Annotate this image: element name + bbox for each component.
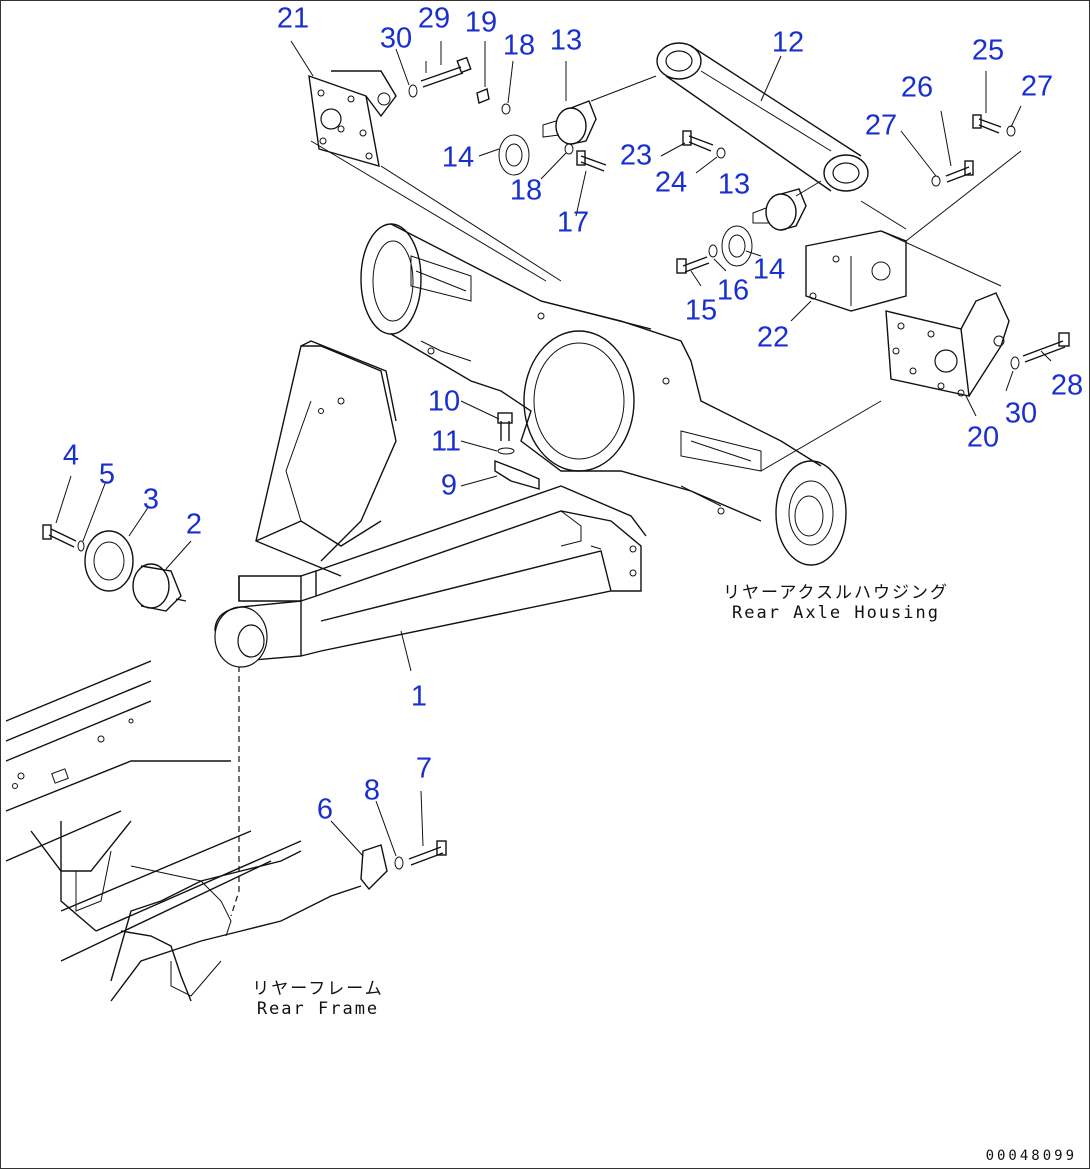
axle-housing-drawing (360, 223, 847, 566)
rear-axle-housing-label-jp: リヤーアクスルハウジング (723, 583, 949, 603)
callout-9: 9 (440, 469, 458, 502)
callout-30a: 30 (379, 22, 413, 55)
bracket-20-drawing (885, 292, 1010, 397)
callout-22: 22 (756, 321, 790, 354)
callout-7: 7 (415, 752, 433, 785)
callout-29: 29 (417, 2, 451, 35)
callout-2: 2 (185, 508, 203, 541)
bushing-mid-drawing (721, 188, 807, 267)
callout-26: 26 (900, 71, 934, 104)
callout-21: 21 (276, 2, 310, 35)
callout-18b: 18 (509, 174, 543, 207)
document-number: 00048099 (985, 1148, 1077, 1164)
callout-16: 16 (716, 274, 750, 307)
leader-lines (55, 40, 1052, 857)
link-drawing (590, 42, 869, 197)
callout-20: 20 (966, 421, 1000, 454)
callout-17: 17 (556, 206, 590, 239)
rear-frame-label-en: Rear Frame (256, 999, 380, 1020)
rear-axle-housing-label-en: Rear Axle Housing (732, 603, 940, 624)
callout-14a: 14 (441, 141, 475, 174)
bracket-22-drawing (805, 230, 907, 312)
callout-12: 12 (771, 26, 805, 59)
callout-6: 6 (316, 793, 334, 826)
callout-14b: 14 (752, 253, 786, 286)
callout-13b: 13 (717, 168, 751, 201)
callout-23: 23 (619, 139, 653, 172)
callout-27b: 27 (1020, 70, 1054, 103)
callout-30b: 30 (1004, 397, 1038, 430)
a-frame-drawing (214, 340, 647, 668)
bracket-21-drawing (308, 70, 397, 167)
rear-axle-housing-label: リヤーアクスルハウジング Rear Axle Housing (723, 583, 949, 624)
callout-18a: 18 (502, 29, 536, 62)
callout-19: 19 (464, 6, 498, 39)
callout-15: 15 (684, 294, 718, 327)
callout-5: 5 (98, 458, 116, 491)
callout-11: 11 (430, 425, 462, 458)
rear-frame-label-jp: リヤーフレーム (252, 979, 384, 999)
bushing-top-drawing (498, 100, 597, 176)
callout-25: 25 (971, 34, 1005, 67)
callout-28: 28 (1050, 369, 1084, 402)
callout-3: 3 (142, 483, 160, 516)
callout-13a: 13 (549, 24, 583, 57)
callout-24: 24 (654, 166, 688, 199)
rear-frame-label: リヤーフレーム Rear Frame (252, 979, 383, 1020)
callout-8: 8 (363, 774, 381, 807)
callout-10: 10 (427, 385, 461, 418)
callout-4: 4 (62, 439, 80, 472)
callout-27a: 27 (864, 109, 898, 142)
hardware-drawing (42, 56, 1070, 891)
callout-1: 1 (410, 680, 428, 713)
rear-frame-drawing (5, 660, 362, 1002)
